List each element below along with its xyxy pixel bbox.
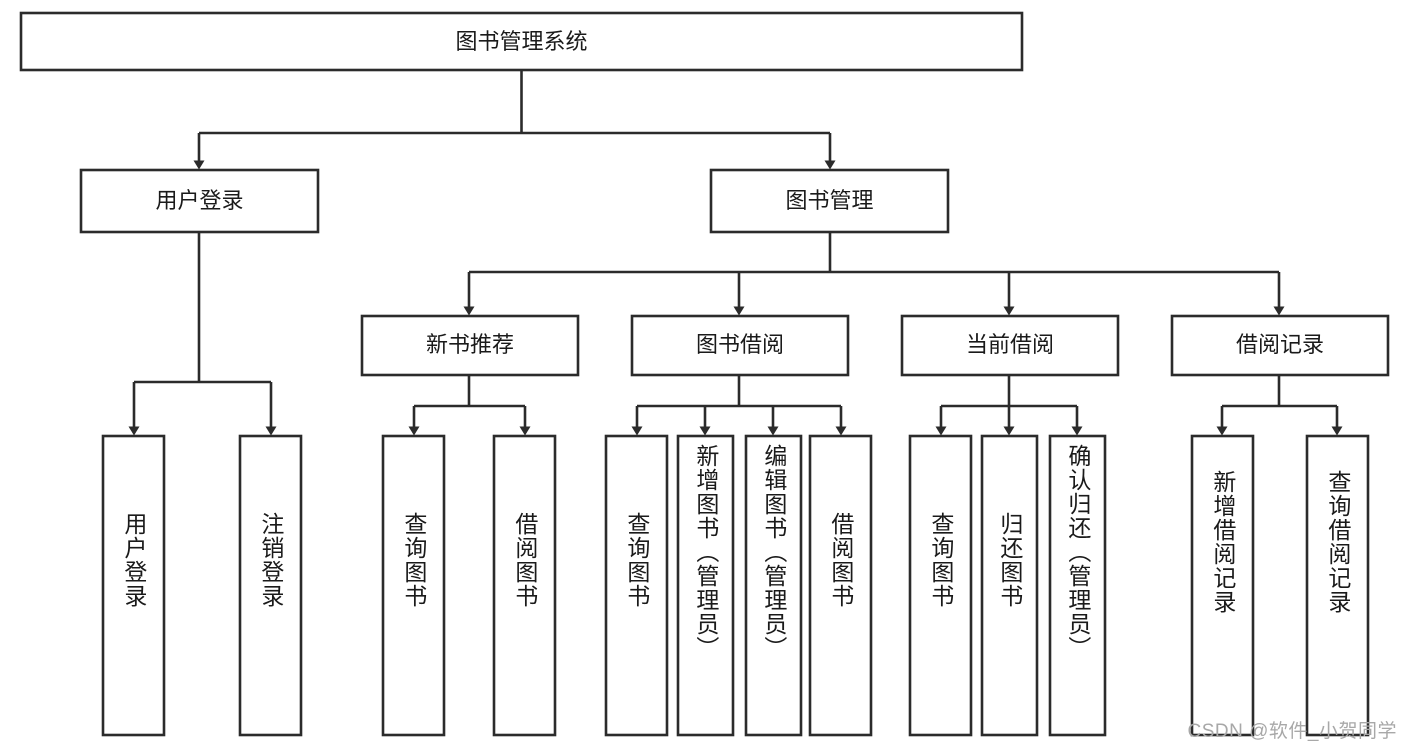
leaf-box-book-borrow-2[interactable] bbox=[676, 434, 735, 737]
node-root-label: 图书管理系统 bbox=[455, 29, 587, 54]
node-new-book-box[interactable] bbox=[360, 314, 580, 377]
node-current-borrow-box[interactable] bbox=[900, 314, 1120, 377]
connector-group-current-borrow bbox=[935, 375, 1083, 436]
leaf-box-borrow-record-2[interactable] bbox=[1305, 434, 1370, 737]
node-user-login-label: 用户登录 bbox=[155, 188, 243, 213]
leaf-box-user-login-2[interactable] bbox=[238, 434, 303, 737]
leaf-box-current-borrow-3[interactable] bbox=[1048, 434, 1107, 737]
connector-group-root bbox=[193, 70, 836, 170]
leaf-box-book-borrow-3[interactable] bbox=[744, 434, 803, 737]
leaf-box-current-borrow-1[interactable] bbox=[908, 434, 973, 737]
leaf-box-book-borrow-1[interactable] bbox=[604, 434, 669, 737]
node-user-login-box[interactable] bbox=[79, 168, 320, 234]
connector-group-new-book bbox=[408, 375, 531, 436]
leaf-box-borrow-record-1[interactable] bbox=[1190, 434, 1255, 737]
node-book-borrow-label: 图书借阅 bbox=[696, 332, 784, 357]
node-new-book-label: 新书推荐 bbox=[426, 332, 514, 357]
leaf-box-book-borrow-4[interactable] bbox=[808, 434, 873, 737]
node-book-borrow-box[interactable] bbox=[630, 314, 850, 377]
leaf-box-new-book-1[interactable] bbox=[381, 434, 446, 737]
node-current-borrow-label: 当前借阅 bbox=[966, 332, 1054, 357]
connector-group-book-manage bbox=[463, 232, 1285, 316]
node-root-box[interactable] bbox=[19, 11, 1024, 72]
node-borrow-record-label: 借阅记录 bbox=[1236, 332, 1324, 357]
leaf-box-new-book-2[interactable] bbox=[492, 434, 557, 737]
node-book-manage-box[interactable] bbox=[709, 168, 950, 234]
connector-group-user-login bbox=[128, 232, 277, 436]
connector-group-book-borrow bbox=[631, 375, 847, 436]
leaf-box-user-login-1[interactable] bbox=[101, 434, 166, 737]
watermark-text: CSDN @软件_小贺同学 bbox=[1187, 721, 1397, 742]
node-book-manage-label: 图书管理 bbox=[785, 188, 873, 213]
leaf-box-current-borrow-2[interactable] bbox=[980, 434, 1039, 737]
connector-group-borrow-record bbox=[1216, 375, 1343, 436]
node-borrow-record-box[interactable] bbox=[1170, 314, 1390, 377]
